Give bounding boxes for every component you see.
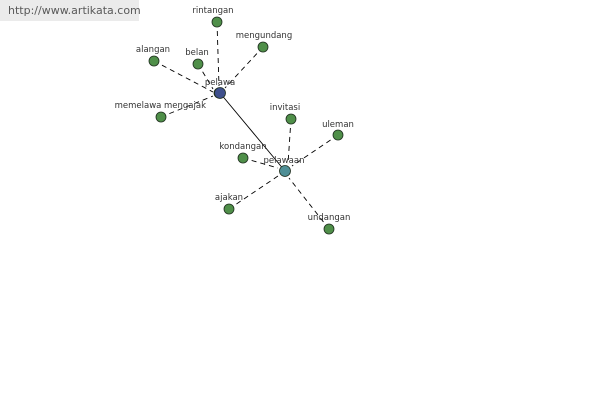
node-pelawaan xyxy=(279,165,291,177)
edge-memelawa xyxy=(160,95,214,118)
node-memelawa xyxy=(155,111,167,123)
edge-invitasi xyxy=(287,118,292,165)
edge-ajakan xyxy=(228,175,279,210)
node-alangan xyxy=(148,55,160,67)
label-uleman: uleman xyxy=(322,120,354,130)
node-ajakan xyxy=(223,203,235,215)
label-ajakan: ajakan xyxy=(215,193,243,203)
edge-undangan xyxy=(288,177,330,230)
label-mengundang: mengundang xyxy=(236,31,292,41)
label-pelawa: pelawa xyxy=(205,78,235,88)
edge-uleman xyxy=(291,134,339,167)
label-invitasi: invitasi xyxy=(270,103,300,113)
node-uleman xyxy=(332,129,344,141)
label-rintangan: rintangan xyxy=(192,6,233,16)
edge-mengundang xyxy=(224,46,264,89)
edge-rintangan xyxy=(216,21,220,87)
node-invitasi xyxy=(285,113,297,125)
label-kondangan: kondangan xyxy=(219,142,266,152)
node-belan xyxy=(192,58,204,70)
url-text[interactable]: http://www.artikata.com xyxy=(8,4,141,17)
label-pelawaan: pelawaan xyxy=(264,156,305,166)
edge-alangan xyxy=(153,60,214,93)
label-undangan: undangan xyxy=(308,213,351,223)
url-banner: http://www.artikata.com xyxy=(0,0,141,21)
edge-pelawa-pelawaan xyxy=(219,92,286,172)
label-mengajak: mengajak xyxy=(164,101,206,111)
node-pelawa xyxy=(214,87,226,99)
label-memelawa: memelawa xyxy=(115,101,162,111)
edge-kondangan xyxy=(242,157,279,169)
node-kondangan xyxy=(237,152,249,164)
node-mengundang xyxy=(257,41,269,53)
label-belan: belan xyxy=(185,48,209,58)
node-undangan xyxy=(323,223,335,235)
node-rintangan xyxy=(211,16,223,28)
label-alangan: alangan xyxy=(136,45,170,55)
